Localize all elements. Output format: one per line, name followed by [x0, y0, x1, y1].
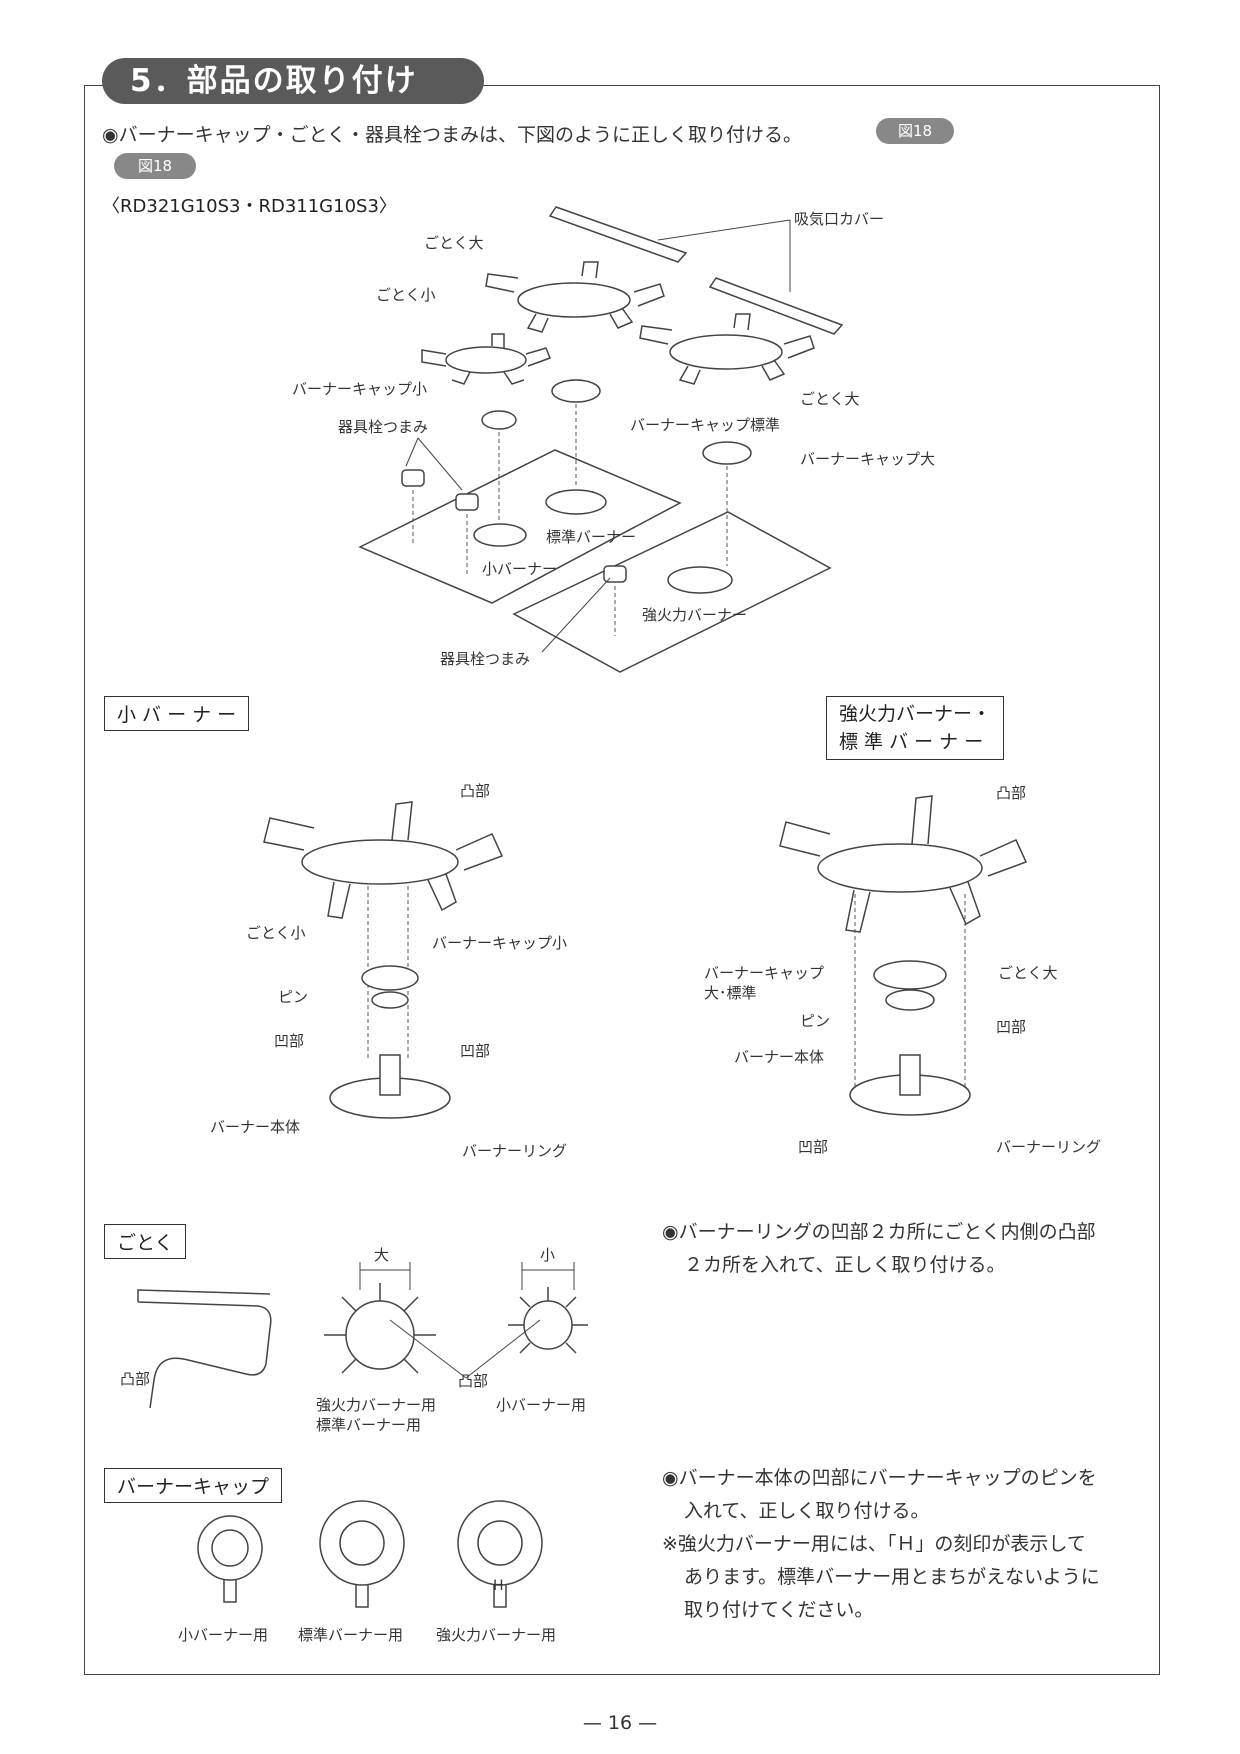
cooktop-plate-left: [358, 449, 682, 604]
cap-heading: バーナーキャップ: [104, 1468, 283, 1503]
label-pin-large: ピン: [800, 1012, 831, 1030]
label-small-burner: 小バーナー: [482, 560, 558, 578]
detail-burner-body-small: [379, 1054, 401, 1096]
label-cap-large-detail-2: 大･標準: [704, 984, 757, 1002]
overview-knob-2: [455, 493, 479, 511]
overview-knob-3: [603, 565, 627, 583]
overview-cap-small: [481, 410, 517, 430]
intake-cover-left: [548, 206, 688, 263]
label-for-strong-2: 標準バーナー用: [316, 1416, 422, 1434]
cap-top-small: [197, 1515, 263, 1581]
label-cap-large: バーナーキャップ大: [800, 450, 936, 468]
cap-note-line5: 取り付けてください。: [684, 1599, 874, 1621]
label-burner-body: バーナー本体: [210, 1118, 301, 1136]
label-cap-small: バーナーキャップ小: [292, 380, 428, 398]
overview-gotoku-large-2: [639, 313, 815, 385]
small-burner-heading: 小 バ ー ナ ー: [104, 696, 250, 731]
large-burner-heading-line1: 強火力バーナー・: [839, 703, 992, 725]
gotoku-heading: ごとく: [104, 1224, 187, 1259]
label-intake-cover: 吸気口カバー: [794, 210, 885, 228]
overview-knob-1: [401, 469, 425, 487]
label-gotoku-convex-2: 凸部: [458, 1372, 489, 1390]
label-burner-ring: バーナーリング: [462, 1142, 568, 1160]
figure-ref-badge: 図18: [876, 118, 954, 144]
label-cap-small-detail: バーナーキャップ小: [432, 934, 568, 952]
large-burner-heading-line2: 標 準 バ ー ナ ー: [839, 731, 984, 753]
label-gotoku-small-detail: ごとく小: [246, 924, 306, 942]
label-concave-1: 凹部: [274, 1032, 305, 1050]
overview-gotoku-large-1: [485, 261, 665, 333]
overview-cap-large: [702, 441, 752, 465]
label-knob-2: 器具栓つまみ: [440, 650, 531, 668]
label-convex: 凸部: [460, 782, 491, 800]
overview-gotoku-small: [421, 333, 551, 385]
gotoku-note-line1: ◉バーナーリングの凹部２カ所にごとく内側の凸部: [662, 1221, 1096, 1243]
label-gotoku-large-1: ごとく大: [424, 234, 484, 252]
label-standard-burner: 標準バーナー: [546, 528, 637, 546]
label-concave-2: 凹部: [460, 1042, 491, 1060]
overview-strong-burner: [667, 566, 733, 594]
intake-cover-right: [708, 277, 844, 335]
cap-top-standard: [319, 1500, 405, 1586]
label-cap-standard: バーナーキャップ標準: [630, 416, 781, 434]
label-concave-large-2: 凹部: [798, 1138, 829, 1156]
label-cap-for-standard: 標準バーナー用: [298, 1626, 404, 1644]
page-number: — 16 —: [582, 1712, 658, 1734]
label-burner-body-large: バーナー本体: [734, 1048, 825, 1066]
label-convex-large: 凸部: [996, 784, 1027, 802]
large-burner-heading: 強火力バーナー・ 標 準 バ ー ナ ー: [826, 696, 1005, 760]
label-burner-ring-large: バーナーリング: [996, 1138, 1102, 1156]
label-cap-for-strong: 強火力バーナー用: [436, 1626, 557, 1644]
section-title: 5．部品の取り付け: [102, 58, 484, 104]
cap-note-line4: あります。標準バーナー用とまちがえないように: [684, 1566, 1100, 1588]
gotoku-top-view-large: [345, 1300, 415, 1370]
cap-instruction: ◉バーナー本体の凹部にバーナーキャップのピンを 入れて、正しく取り付ける。 ※強…: [662, 1462, 1100, 1627]
label-knob-1: 器具栓つまみ: [338, 418, 429, 436]
label-pin: ピン: [278, 988, 309, 1006]
label-gotoku-small: ごとく小: [376, 286, 436, 304]
label-width-large: 大: [374, 1246, 390, 1264]
label-gotoku-convex-1: 凸部: [120, 1370, 151, 1388]
label-cap-for-small: 小バーナー用: [178, 1626, 269, 1644]
model-names: 〈RD321G10S3・RD311G10S3〉: [102, 196, 397, 217]
label-cap-large-detail-1: バーナーキャップ: [704, 964, 825, 982]
cap-note-line3: ※強火力バーナー用には、「Ｈ」の刻印が表示して: [662, 1533, 1086, 1555]
label-gotoku-large-detail: ごとく大: [998, 964, 1058, 982]
detail-gotoku-small: [263, 801, 504, 919]
page-frame: [84, 85, 1160, 1675]
label-strong-burner: 強火力バーナー: [642, 606, 748, 624]
gotoku-top-view-small: [523, 1300, 573, 1350]
label-width-small: 小: [540, 1246, 556, 1264]
gotoku-profile-view: [137, 1289, 272, 1409]
cooktop-plate-right: [512, 511, 832, 673]
detail-gotoku-large: [779, 795, 1028, 933]
overview-small-burner: [473, 523, 527, 547]
label-for-strong-1: 強火力バーナー用: [316, 1396, 437, 1414]
overview-cap-standard: [551, 379, 601, 403]
intro-text: ◉バーナーキャップ・ごとく・器具栓つまみは、下図のように正しく取り付ける。: [102, 124, 803, 146]
detail-cap-large: [873, 960, 947, 990]
detail-cap-small: [361, 965, 419, 991]
label-for-small: 小バーナー用: [496, 1396, 587, 1414]
label-gotoku-large-2: ごとく大: [800, 390, 860, 408]
h-mark: H: [493, 1578, 504, 1594]
cap-note-line1: ◉バーナー本体の凹部にバーナーキャップのピンを: [662, 1467, 1097, 1489]
gotoku-note-line2: ２カ所を入れて、正しく取り付ける。: [684, 1254, 1006, 1276]
detail-burner-body-large: [899, 1054, 921, 1096]
overview-standard-burner: [545, 489, 607, 515]
figure-label-badge: 図18: [114, 153, 196, 179]
gotoku-instruction: ◉バーナーリングの凹部２カ所にごとく内側の凸部 ２カ所を入れて、正しく取り付ける…: [662, 1216, 1096, 1282]
cap-note-line2: 入れて、正しく取り付ける。: [684, 1500, 930, 1522]
label-concave-large-1: 凹部: [996, 1018, 1027, 1036]
cap-top-strong: [457, 1500, 543, 1586]
